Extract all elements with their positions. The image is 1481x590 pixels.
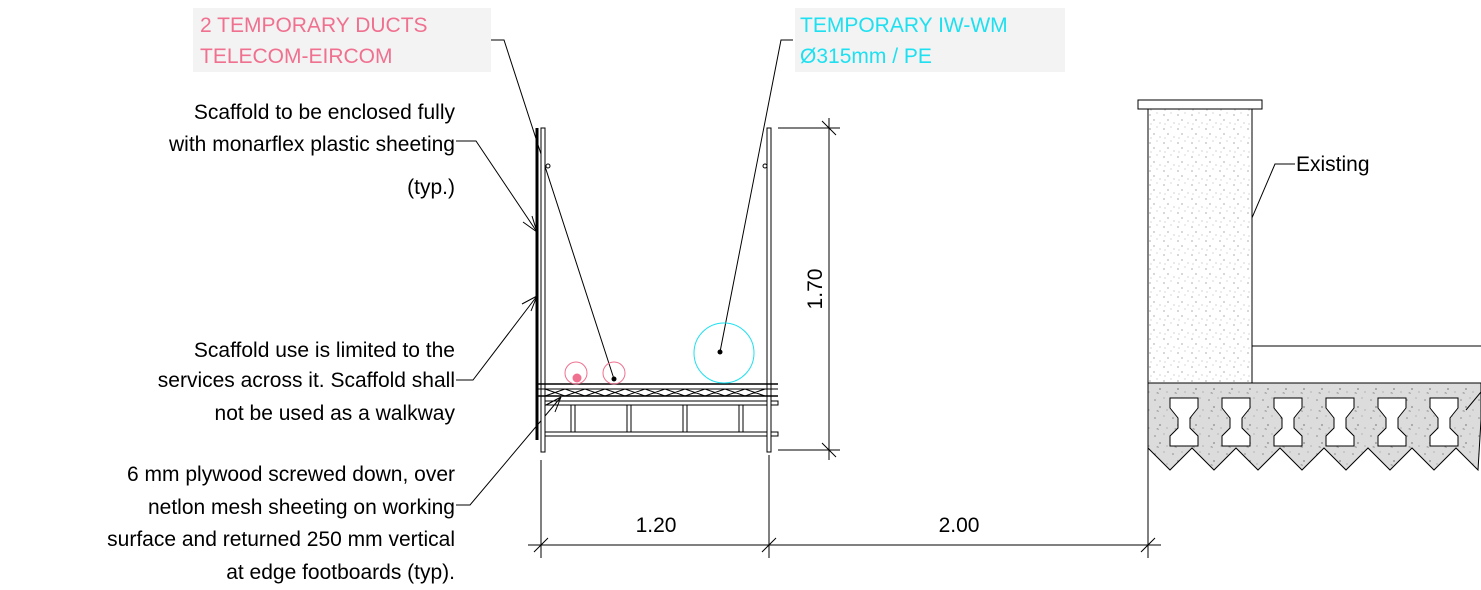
coupler <box>545 163 551 169</box>
watermain-leader <box>719 39 793 353</box>
height-tick-top <box>821 120 837 136</box>
watermain-pipe <box>693 322 755 384</box>
telecom-tag: 2 TEMPORARY DUCTS TELECOM-EIRCOM <box>193 8 491 72</box>
right-transom-stub <box>770 431 779 437</box>
slab-void <box>1377 397 1407 447</box>
slab-void <box>1221 397 1251 447</box>
usage-note-line1: Scaffold use is limited to the <box>194 339 455 362</box>
existing-structure <box>1137 99 1481 472</box>
platform-post <box>570 404 576 433</box>
platform-post <box>682 404 688 433</box>
telecom-ducts <box>564 361 626 385</box>
sheeting-note-line2: with monarflex plastic sheeting <box>168 133 455 156</box>
existing-label: Existing <box>1296 153 1370 176</box>
dimension-scaffold-height: 1.70 <box>804 269 827 310</box>
telecom-duct-right <box>602 361 626 385</box>
slab-void <box>1169 397 1199 447</box>
watermain-tag-background <box>795 8 1065 72</box>
upper-transom <box>544 400 768 406</box>
plywood-note-line4: at edge footboards (typ). <box>226 561 455 584</box>
telecom-tag-background <box>193 8 491 72</box>
telecom-tag-line2: TELECOM-EIRCOM <box>200 45 393 68</box>
right-transom-stub <box>770 400 779 406</box>
platform-post <box>738 404 744 433</box>
wall-coping <box>1137 99 1263 110</box>
platform-lattice <box>544 388 766 397</box>
slab-leader <box>1465 391 1481 411</box>
telecom-duct-left-core <box>572 373 582 383</box>
platform-post <box>626 404 632 433</box>
watermain-tag-line2: Ø315mm / PE <box>800 45 932 68</box>
plywood-note-line3: surface and returned 250 mm vertical <box>107 528 455 551</box>
usage-leader <box>456 295 538 381</box>
telecom-tag-line1: 2 TEMPORARY DUCTS <box>200 14 428 37</box>
plywood-note: 6 mm plywood screwed down, over netlon m… <box>107 463 455 584</box>
watermain-tag: TEMPORARY IW-WM Ø315mm / PE <box>795 8 1065 72</box>
sheeting-leader <box>456 140 538 233</box>
plywood-note-line2: netlon mesh sheeting on working <box>148 496 455 519</box>
watermain-leader-dot <box>717 349 723 355</box>
hollow-core-slab <box>1147 382 1481 472</box>
slab-void <box>1325 397 1355 447</box>
coupler <box>762 163 768 169</box>
left-standard <box>540 127 546 453</box>
usage-note: Scaffold use is limited to the services … <box>158 339 456 425</box>
watermain-circle <box>693 322 755 384</box>
lower-transom <box>544 431 768 437</box>
width-tick-mid <box>761 537 777 553</box>
existing-wall <box>1147 108 1253 384</box>
sheeting-note-line3: (typ.) <box>407 176 455 199</box>
width-tick-right <box>1140 537 1156 553</box>
usage-note-line3: not be used as a walkway <box>215 402 456 425</box>
slab-voids <box>1169 397 1459 447</box>
plywood-leader <box>456 396 562 506</box>
watermain-tag-line1: TEMPORARY IW-WM <box>800 14 1008 37</box>
plywood-note-line1: 6 mm plywood screwed down, over <box>127 463 455 486</box>
width-tick-left <box>533 537 549 553</box>
telecom-leader <box>491 39 615 380</box>
dimension-gap-to-wall: 2.00 <box>939 514 980 537</box>
usage-note-line2: services across it. Scaffold shall <box>158 369 455 392</box>
telecom-leader-dot <box>611 376 617 382</box>
slab-void <box>1273 397 1303 447</box>
slab-void <box>1429 397 1459 447</box>
right-standard <box>766 127 772 453</box>
dimension-scaffold-width: 1.20 <box>636 514 677 537</box>
sheeting-note: Scaffold to be enclosed fully with monar… <box>168 101 455 199</box>
sheeting-note-line1: Scaffold to be enclosed fully <box>194 101 456 124</box>
height-tick-bottom <box>821 442 837 458</box>
scaffold <box>535 127 779 453</box>
dimension-lines <box>528 118 1161 558</box>
telecom-duct-left <box>564 361 588 385</box>
